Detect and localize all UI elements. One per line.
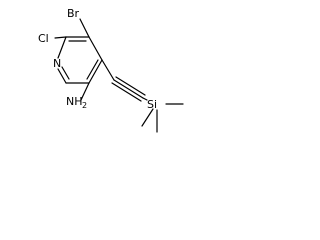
atom-label-nh2-subscript: 2	[82, 101, 87, 110]
triple-bond-line-1	[113, 79, 144, 99]
bond-c2-c3	[88, 36, 103, 61]
bond-si-methyl-down-left	[141, 108, 154, 127]
chemical-structure: Br Cl N NH 2 Si	[38, 7, 184, 133]
bond-c1-cl	[54, 36, 67, 39]
structure-canvas: Br Cl N NH 2 Si	[0, 0, 198, 162]
bond-c4-nh2	[80, 82, 90, 101]
bond-c3-c4	[88, 59, 103, 84]
bond-c5-n1	[57, 68, 67, 84]
double-bond-c3-c4	[86, 59, 99, 80]
double-bond-c5-n1	[61, 66, 70, 80]
pyridine-ring	[57, 36, 103, 84]
atom-label-si: Si	[147, 98, 157, 111]
bond-c2-br	[79, 18, 90, 38]
atom-label-n: N	[53, 57, 61, 70]
atom-label-br: Br	[67, 7, 80, 20]
bond-n1-c1	[57, 36, 67, 59]
bond-c3-alkyne	[101, 59, 115, 81]
atom-label-cl: Cl	[38, 32, 49, 45]
atom-label-nh: NH	[66, 95, 83, 108]
alkyne-bond	[101, 59, 148, 102]
bond-alkyne-si	[142, 97, 148, 101]
triple-bond-line-2	[115, 76, 146, 96]
triple-bond-line-3	[111, 82, 142, 102]
